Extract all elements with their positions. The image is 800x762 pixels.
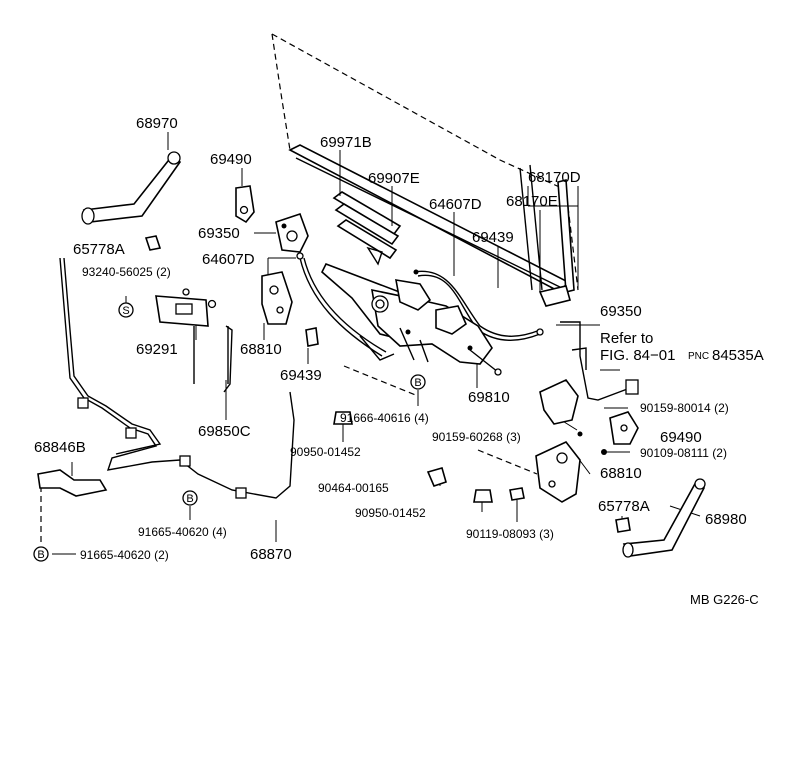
label-69907e: 69907E <box>368 170 420 187</box>
part-69350-latch-upper <box>275 212 309 253</box>
label-68170d: 68170D <box>528 169 581 186</box>
label-90159-60268: 90159-60268 (3) <box>432 430 521 444</box>
refer-to-pnc: PNC <box>688 351 709 362</box>
label-65778a-right: 65778A <box>598 498 650 515</box>
part-69439-clip-lower <box>305 327 319 347</box>
part-69291-bracket <box>155 288 217 384</box>
marker-b-lower: B <box>182 490 198 506</box>
label-69810: 69810 <box>468 389 510 406</box>
label-91665-2: 91665-40620 (2) <box>80 548 169 562</box>
marker-b-text: B <box>186 493 193 505</box>
label-69439-top: 69439 <box>472 229 514 246</box>
label-91665-4: 91665-40620 (4) <box>138 525 227 539</box>
label-90159-80014: 90159-80014 (2) <box>640 401 729 415</box>
part-65778a-bumper-left <box>144 235 162 251</box>
part-69490-clip-right <box>609 411 639 445</box>
label-68810-left: 68810 <box>240 341 282 358</box>
refer-to-callout: Refer to FIG. 84−01 PNC 84535A <box>600 330 764 364</box>
label-68980: 68980 <box>705 511 747 528</box>
label-64607d-left: 64607D <box>202 251 255 268</box>
label-69439-lower: 69439 <box>280 367 322 384</box>
label-90109: 90109-08111 (2) <box>640 446 727 460</box>
marker-s: S <box>118 302 134 318</box>
part-69350-latch-right <box>539 321 639 425</box>
label-69490: 69490 <box>210 151 252 168</box>
part-69490-clip <box>235 185 255 224</box>
label-68170e: 68170E <box>506 193 558 210</box>
label-68846b: 68846B <box>34 439 86 456</box>
marker-b-text: B <box>414 377 421 389</box>
label-64607d-top: 64607D <box>429 196 482 213</box>
label-69850c: 69850C <box>198 423 251 440</box>
refer-to-pnc-number: 84535A <box>712 347 764 364</box>
label-90950-a: 90950-01452 <box>290 445 361 459</box>
part-68970-handle <box>81 151 182 225</box>
refer-to-line1: Refer to <box>600 330 653 347</box>
part-center-lock-assembly <box>321 246 493 365</box>
label-90950-b: 90950-01452 <box>355 506 426 520</box>
label-65778a-left: 65778A <box>73 241 125 258</box>
part-69810-rod <box>469 349 502 376</box>
part-68810-striker-left <box>261 271 293 325</box>
label-69490-right: 69490 <box>660 429 702 446</box>
label-90464: 90464-00165 <box>318 481 389 495</box>
label-93240: 93240-56025 (2) <box>82 265 171 279</box>
label-69291: 69291 <box>136 341 178 358</box>
part-68980-handle <box>622 478 706 558</box>
part-68870-rod <box>59 257 295 499</box>
marker-b-center: B <box>410 374 426 390</box>
marker-b-left: B <box>33 546 49 562</box>
part-69850c-rod <box>223 325 233 393</box>
label-68810-right: 68810 <box>600 465 642 482</box>
label-68870: 68870 <box>250 546 292 563</box>
marker-s-text: S <box>122 305 129 317</box>
label-91666: 91666-40616 (4) <box>340 411 429 425</box>
label-69971b: 69971B <box>320 134 372 151</box>
label-68970: 68970 <box>136 115 178 132</box>
part-labels: 68970 69490 69971B 69907E 68170D 64607D … <box>34 115 747 563</box>
figure-code: MB G226-C <box>690 592 759 607</box>
refer-to-fig: FIG. 84−01 <box>600 347 675 364</box>
part-68846b-bracket <box>37 469 108 497</box>
door-glass-outline <box>271 33 579 291</box>
label-69350-left: 69350 <box>198 225 240 242</box>
fasteners <box>333 411 631 533</box>
label-90119: 90119-08093 (3) <box>466 527 554 541</box>
part-68810-striker-right <box>535 431 607 503</box>
marker-b-text: B <box>37 549 44 561</box>
label-69350-right: 69350 <box>600 303 642 320</box>
